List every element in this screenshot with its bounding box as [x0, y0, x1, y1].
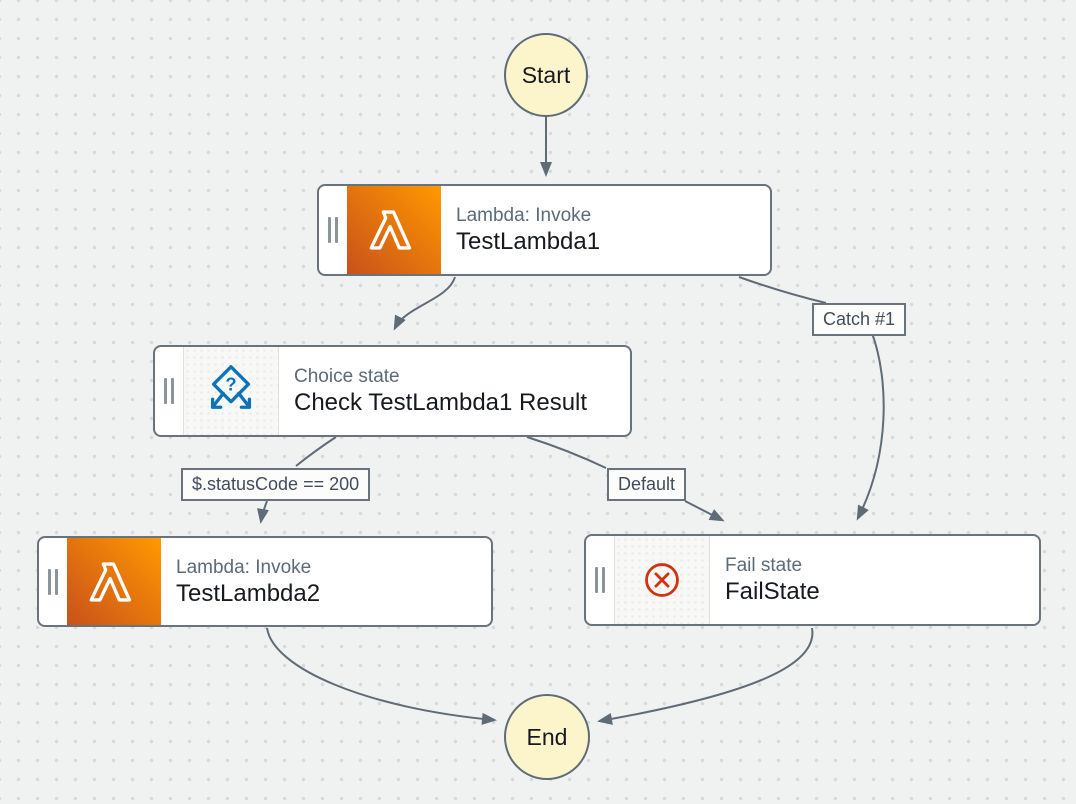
edge-label-default: Default: [607, 468, 687, 501]
edge-condition-label-to-lambda2: [257, 500, 269, 524]
edge-choice-to-condition-label: [295, 436, 337, 467]
state-type: Choice state: [294, 366, 400, 387]
state-node-failstate[interactable]: Fail state FailState: [584, 534, 1041, 626]
state-node-choice[interactable]: ? Choice state Check TestLambda1 Result: [153, 345, 632, 437]
state-name: FailState: [725, 578, 820, 605]
start-label: Start: [521, 61, 571, 88]
edge-lambda1-to-choice: [393, 276, 456, 331]
edge-label-condition: $.statusCode == 200: [181, 468, 371, 501]
edge-label-catch: Catch #1: [812, 303, 907, 336]
edge-default-label-to-fail: [684, 500, 725, 522]
edge-lambda1-to-catch-label: [738, 276, 827, 304]
edge-catch-label-to-fail: [856, 332, 885, 521]
drag-handle[interactable]: [319, 186, 347, 274]
drag-handle[interactable]: [155, 347, 183, 435]
state-node-testlambda1[interactable]: Lambda: Invoke TestLambda1: [317, 184, 772, 276]
lambda-icon: [67, 538, 161, 625]
edge-lambda2-to-end: [266, 627, 497, 725]
state-type: Fail state: [725, 555, 803, 576]
state-type: Lambda: Invoke: [176, 556, 312, 578]
start-node: Start: [504, 33, 588, 117]
state-node-testlambda2[interactable]: Lambda: Invoke TestLambda2: [37, 536, 493, 627]
end-label: End: [526, 723, 568, 750]
state-name: TestLambda2: [176, 579, 321, 607]
fail-icon: [614, 536, 710, 624]
lambda-icon: [347, 186, 441, 274]
state-name: Check TestLambda1 Result: [294, 389, 588, 416]
drag-handle[interactable]: [39, 538, 67, 625]
state-name: TestLambda1: [456, 228, 601, 255]
edge-choice-to-default-label: [526, 436, 607, 469]
svg-text:?: ?: [225, 374, 236, 395]
state-type: Lambda: Invoke: [456, 205, 592, 226]
end-node: End: [504, 694, 590, 780]
edge-fail-to-end: [597, 627, 814, 725]
drag-handle[interactable]: [586, 536, 614, 624]
choice-icon: ?: [183, 347, 279, 435]
